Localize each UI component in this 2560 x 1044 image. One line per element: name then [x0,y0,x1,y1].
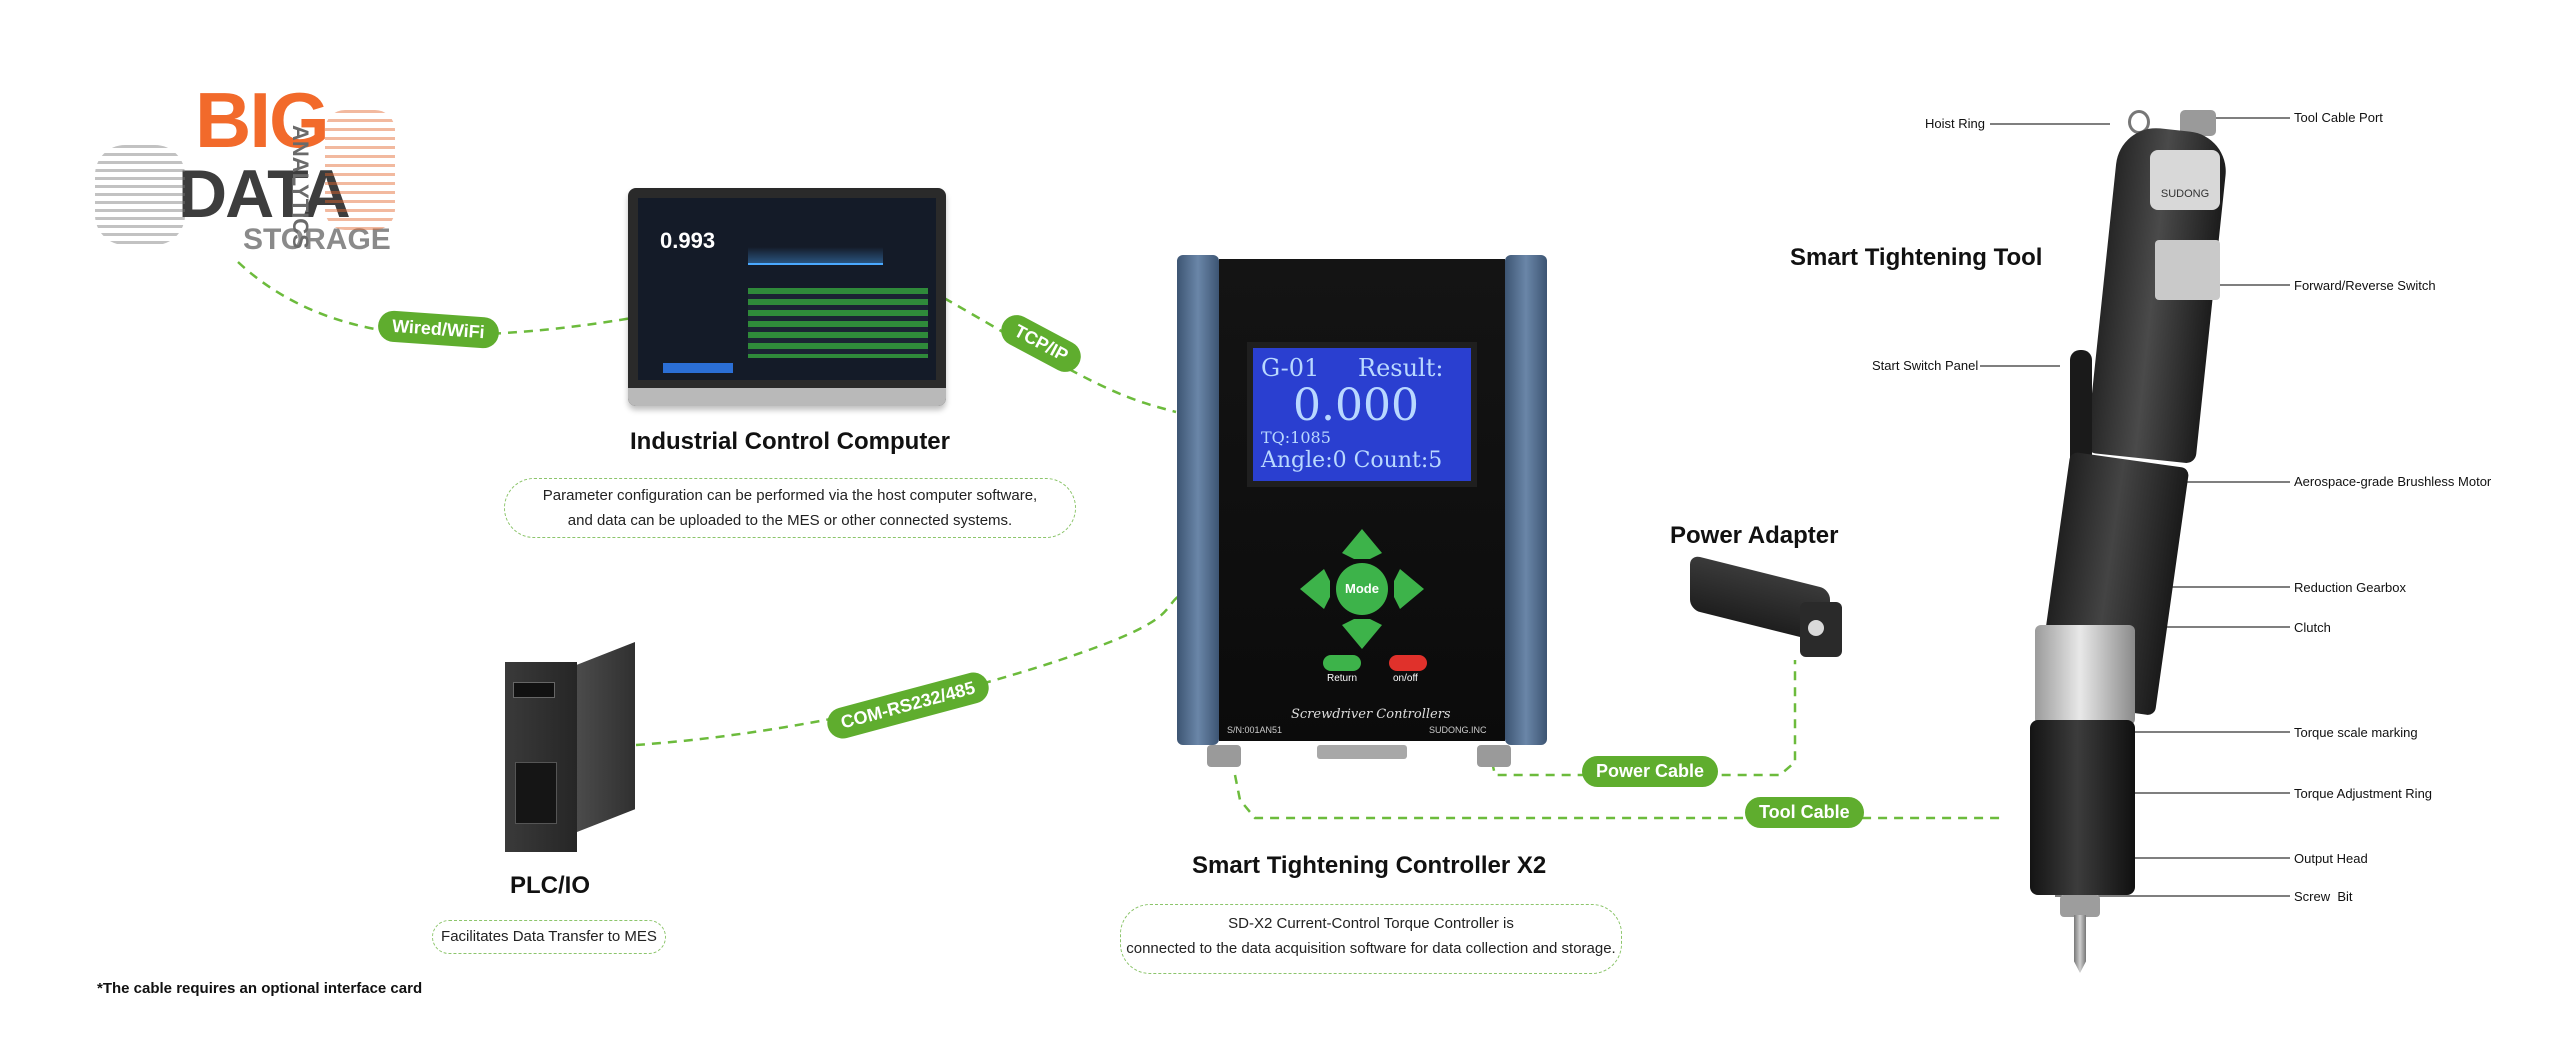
dpad-left-button[interactable] [1300,569,1330,609]
brand-label: SUDONG.INC [1429,725,1487,735]
wordcloud-big: BIG [195,76,330,164]
controller-side-left [1177,255,1219,745]
label-hoist-ring: Hoist Ring [1925,116,1985,131]
tool-clutch [2035,625,2135,725]
tool-title: Smart Tightening Tool [1790,244,2043,271]
computer-caption: Parameter configuration can be performed… [504,478,1076,538]
controller-panel: G-01 Result: 0.000 TQ:1085 Angle:0 Count… [1219,259,1505,741]
screen-table [748,288,928,358]
plc-caption: Facilitates Data Transfer to MES [432,920,666,954]
controller-connector-left [1207,745,1241,767]
return-button[interactable] [1323,655,1361,671]
power-adapter-image [1690,554,1850,672]
label-output-head: Output Head [2294,851,2368,866]
tool-torque-ring [2030,720,2135,895]
controller-lcd: G-01 Result: 0.000 TQ:1085 Angle:0 Count… [1247,342,1477,487]
return-label: Return [1327,673,1358,684]
label-motor: Aerospace-grade Brushless Motor [2294,474,2492,489]
rs232-line [635,594,1181,747]
controller-connector-mid [1317,745,1407,759]
label-start-switch-panel: Start Switch Panel [1872,358,1979,373]
lcd-torque: 0.000 [1293,380,1419,431]
computer-title: Industrial Control Computer [630,428,950,455]
controller-image: G-01 Result: 0.000 TQ:1085 Angle:0 Count… [1177,255,1547,767]
plc-image [505,642,635,852]
tool-logo: SUDONG [2150,150,2220,210]
big-data-wordcloud: BIG DATA STORAGE ANALYTICS [95,75,395,275]
dpad-up-button[interactable] [1342,529,1382,559]
controller-side-right [1505,255,1547,745]
tool-screw-bit [2074,915,2086,973]
plc-heatsink [577,642,635,832]
power-socket [1808,620,1824,636]
computer-caption-line1: Parameter configuration can be performed… [542,487,1038,504]
lcd-tq: TQ:1085 [1261,428,1331,447]
wordcloud-storage: STORAGE [243,223,391,256]
tool-switch [2070,350,2092,470]
onoff-button[interactable] [1389,655,1427,671]
panel-label: Screwdriver Controllers [1291,707,1451,722]
computer-screen-value: 0.993 [660,228,716,253]
label-gearbox: Reduction Gearbox [2294,580,2407,595]
label-clutch: Clutch [2294,620,2331,635]
tightening-tool-image: SUDONG [2010,100,2240,973]
mode-button[interactable]: Mode [1336,563,1388,615]
power-title: Power Adapter [1670,522,1839,549]
computer-screen: 0.993 [638,198,936,380]
tool-output-head [2060,895,2100,917]
power-cable-line [1490,660,1797,777]
plc-caption-text: Facilitates Data Transfer to MES [441,928,657,945]
lcd-angle: Angle:0 Count:5 [1261,448,1443,473]
lcd-group: G-01 [1261,354,1320,382]
lcd-result: Result: [1358,354,1444,382]
plc-terminals [515,762,557,824]
plc-display [513,682,555,698]
screen-buttons [663,363,733,373]
serial-label: S/N:001AN51 [1227,725,1283,735]
dpad-right-button[interactable] [1394,569,1424,609]
industrial-computer-image: 0.993 [628,188,946,406]
tool-cable-line [1233,774,2005,820]
screen-graph [748,223,883,265]
controller-caption-line2: connected to the data acquisition softwa… [1126,940,1616,957]
label-torque-ring: Torque Adjustment Ring [2294,786,2433,801]
tcpip-line [943,296,1177,414]
onoff-label: on/off [1393,673,1418,684]
pill-power-cable: Power Cable [1582,756,1719,787]
dpad-down-button[interactable] [1342,619,1382,649]
computer-caption-line2: and data can be uploaded to the MES or o… [567,512,1013,529]
controller-title: Smart Tightening Controller X2 [1192,852,1547,879]
plc-title: PLC/IO [510,872,591,899]
controller-caption-line1: SD-X2 Current-Control Torque Controller … [1228,915,1514,932]
controller-caption: SD-X2 Current-Control Torque Controller … [1120,904,1622,974]
label-cable-port: Tool Cable Port [2294,110,2383,125]
controller-dpad: Mode [1300,529,1424,659]
wordcloud-small-words [95,145,185,245]
controller-connector-right [1477,745,1511,767]
footnote: *The cable requires an optional interfac… [97,980,423,997]
pill-tool-cable: Tool Cable [1745,797,1864,828]
label-torque-scale: Torque scale marking [2294,725,2418,740]
wordcloud-analytics: ANALYTICS [288,125,313,249]
tool-caution-label [2155,240,2220,300]
wifi-line [237,261,633,337]
wordcloud-data: DATA [178,156,351,232]
computer-base [628,388,946,406]
label-screw-bit: Screw Bit [2294,889,2353,904]
wordcloud-small-words-right [325,110,395,230]
label-fwd-rev-switch: Forward/Reverse Switch [2294,278,2436,293]
